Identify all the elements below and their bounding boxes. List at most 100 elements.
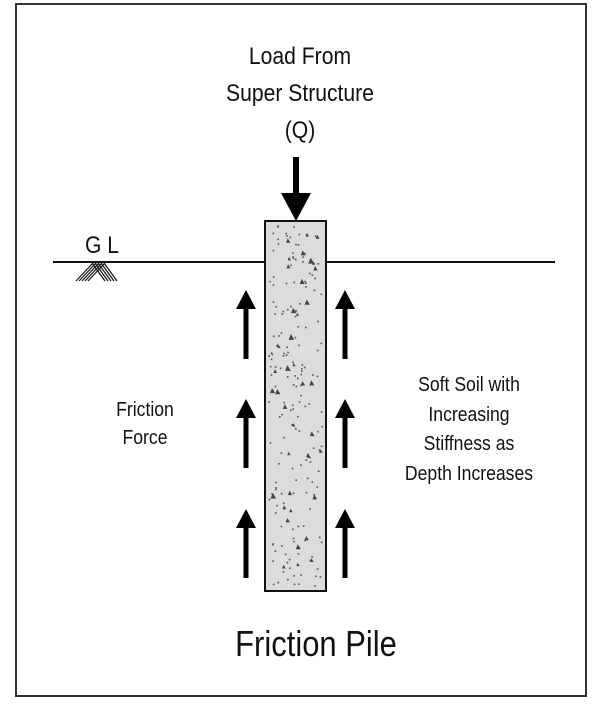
aggregate-stone <box>282 564 286 569</box>
aggregate-dot <box>314 585 316 587</box>
aggregate-dot <box>288 558 291 561</box>
aggregate-dot <box>304 252 306 255</box>
aggregate-stone <box>300 250 306 256</box>
load-label-line-2: Super Structure <box>226 80 374 107</box>
aggregate-dot <box>291 467 294 470</box>
aggregate-dot <box>287 308 289 311</box>
aggregate-stone <box>300 381 306 386</box>
aggregate-dot <box>305 286 307 288</box>
aggregate-dot <box>281 413 283 416</box>
hatch-line <box>81 262 100 282</box>
aggregate-dot <box>274 385 277 388</box>
aggregate-dot <box>280 492 283 495</box>
friction-force-line-2: Force <box>122 427 168 449</box>
aggregate-dot <box>293 575 295 577</box>
soil-line-2: Increasing <box>428 403 510 426</box>
aggregate-dot <box>291 424 293 426</box>
aggregate-dot <box>286 376 289 378</box>
load-label-line-3: (Q) <box>284 117 316 144</box>
aggregate-dot <box>300 464 302 466</box>
ground-level-label: G L <box>84 232 120 259</box>
load-label: Load From Super Structure (Q) <box>168 38 432 149</box>
aggregate-dot <box>271 493 273 495</box>
aggregate-dot <box>268 498 271 501</box>
aggregate-dot <box>304 280 306 283</box>
aggregate-dot <box>268 355 270 357</box>
aggregate-stone <box>289 508 293 513</box>
aggregate-dot <box>316 349 319 352</box>
diagram-title: Friction Pile <box>235 623 397 664</box>
aggregate-dot <box>287 351 289 354</box>
aggregate-dot <box>295 385 298 388</box>
aggregate-dot <box>305 491 308 494</box>
aggregate-stone <box>296 562 300 567</box>
aggregate-dot <box>300 574 302 576</box>
aggregate-stone <box>292 423 296 427</box>
aggregate-dot <box>281 313 284 315</box>
aggregate-dot <box>272 276 275 278</box>
aggregate-stone <box>304 299 310 305</box>
aggregate-dot <box>305 326 307 329</box>
aggregate-dot <box>280 525 283 528</box>
aggregate-dot <box>318 449 321 451</box>
aggregate-stone <box>285 365 291 371</box>
aggregate-dot <box>269 365 272 368</box>
aggregate-dot <box>297 415 299 418</box>
aggregate-stone <box>270 492 277 499</box>
aggregate-dot <box>306 477 309 480</box>
friction-arrow-left-3-icon <box>236 509 256 578</box>
aggregate-dot <box>292 408 294 410</box>
friction-force-label: Friction Force <box>92 396 198 452</box>
aggregate-dot <box>282 355 285 357</box>
aggregate-stone <box>308 257 315 264</box>
aggregate-dot <box>274 366 277 368</box>
aggregate-stone <box>288 334 295 340</box>
aggregate-dot <box>284 553 287 556</box>
aggregate-dot <box>282 571 285 573</box>
aggregate-stone <box>313 266 318 271</box>
aggregate-dot <box>293 281 296 284</box>
aggregate-stone <box>305 232 310 237</box>
aggregate-dot <box>320 293 323 296</box>
aggregate-dot <box>321 425 324 428</box>
aggregate-stone <box>277 344 281 349</box>
aggregate-dot <box>274 512 277 514</box>
aggregate-dot <box>297 326 300 328</box>
hatch-line <box>91 262 106 282</box>
friction-arrow-right-1-icon <box>335 290 355 359</box>
friction-arrow-right-2-icon <box>335 399 355 468</box>
aggregate-dot <box>314 277 316 280</box>
aggregate-dot <box>272 249 275 252</box>
aggregate-stone <box>295 312 299 316</box>
aggregate-dot <box>312 374 314 376</box>
aggregate-dot <box>312 447 315 449</box>
aggregate-dot <box>282 502 285 505</box>
aggregate-dot <box>270 352 273 354</box>
aggregate-stone <box>299 278 305 284</box>
aggregate-dot <box>287 578 289 581</box>
aggregate-dot <box>290 409 292 412</box>
friction-arrow-left-1-icon <box>236 290 256 359</box>
aggregate-dot <box>313 494 315 496</box>
friction-arrow-right-3-icon <box>335 509 355 578</box>
aggregate-stone <box>306 452 311 458</box>
aggregate-dot <box>297 553 300 555</box>
aggregate-dot <box>311 556 313 558</box>
aggregate-dot <box>319 576 322 578</box>
aggregate-dot <box>294 336 297 339</box>
aggregate-dot <box>311 274 314 277</box>
aggregate-dot <box>317 470 320 472</box>
aggregate-dot <box>289 567 291 569</box>
aggregate-dot <box>292 404 294 407</box>
aggregate-stone <box>282 404 288 409</box>
aggregate-dot <box>295 428 297 430</box>
hatch-line <box>97 262 112 282</box>
aggregate-dot <box>277 226 279 228</box>
aggregate-dot <box>292 537 295 540</box>
aggregate-stone <box>312 494 318 500</box>
aggregate-dot <box>315 575 317 578</box>
aggregate-dot <box>320 541 323 544</box>
pile-aggregate-texture <box>268 225 324 587</box>
aggregate-dot <box>314 235 317 238</box>
aggregate-stone <box>273 369 278 373</box>
